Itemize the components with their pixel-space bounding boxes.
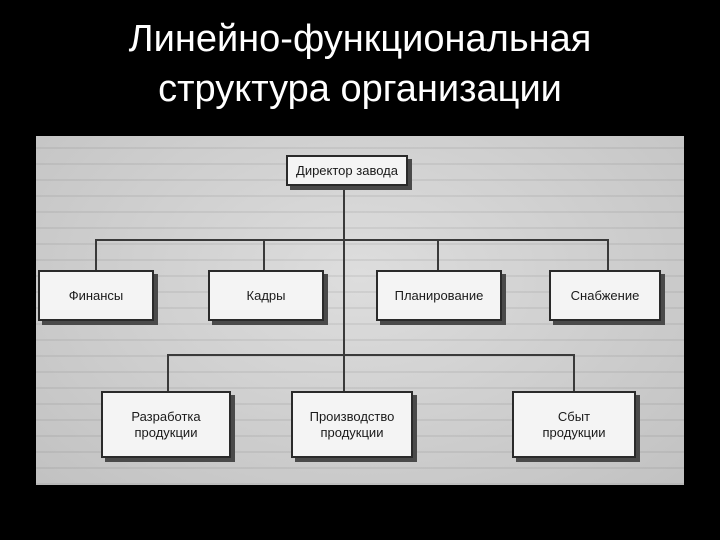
planning-label: Планирование	[394, 287, 484, 303]
development-box: Разработка продукции	[101, 391, 231, 458]
connector-personnel-drop	[263, 239, 265, 271]
connector-development-drop	[167, 354, 169, 392]
connector-sales-drop	[573, 354, 575, 392]
manufacturing-label: Производство продукции	[309, 408, 395, 440]
connector-production-bus	[167, 354, 575, 356]
planning-box: Планирование	[376, 270, 502, 321]
director-label: Директор завода	[296, 162, 398, 178]
sales-box: Сбыт продукции	[512, 391, 636, 458]
finance-label: Финансы	[68, 287, 124, 303]
connector-functional-bus	[95, 239, 609, 241]
sales-label: Сбыт продукции	[542, 408, 606, 440]
slide-title-line-1: Линейно-функциональная	[128, 18, 592, 60]
slide-title-line-2: структура организации	[158, 68, 562, 110]
finance-box: Финансы	[38, 270, 154, 321]
connector-finance-drop	[95, 239, 97, 271]
org-chart-diagram: Директор завода Финансы Кадры Планирован…	[36, 136, 684, 485]
connector-supply-drop	[607, 239, 609, 271]
director-box: Директор завода	[286, 155, 408, 186]
supply-box: Снабжение	[549, 270, 661, 321]
connector-main-trunk	[343, 240, 345, 392]
personnel-box: Кадры	[208, 270, 324, 321]
development-label: Разработка продукции	[131, 408, 201, 440]
manufacturing-box: Производство продукции	[291, 391, 413, 458]
slide-title: Линейно-функциональная структура организ…	[0, 14, 720, 114]
supply-label: Снабжение	[570, 287, 640, 303]
personnel-label: Кадры	[246, 287, 286, 303]
connector-planning-drop	[437, 239, 439, 271]
connector-director-down	[343, 184, 345, 240]
